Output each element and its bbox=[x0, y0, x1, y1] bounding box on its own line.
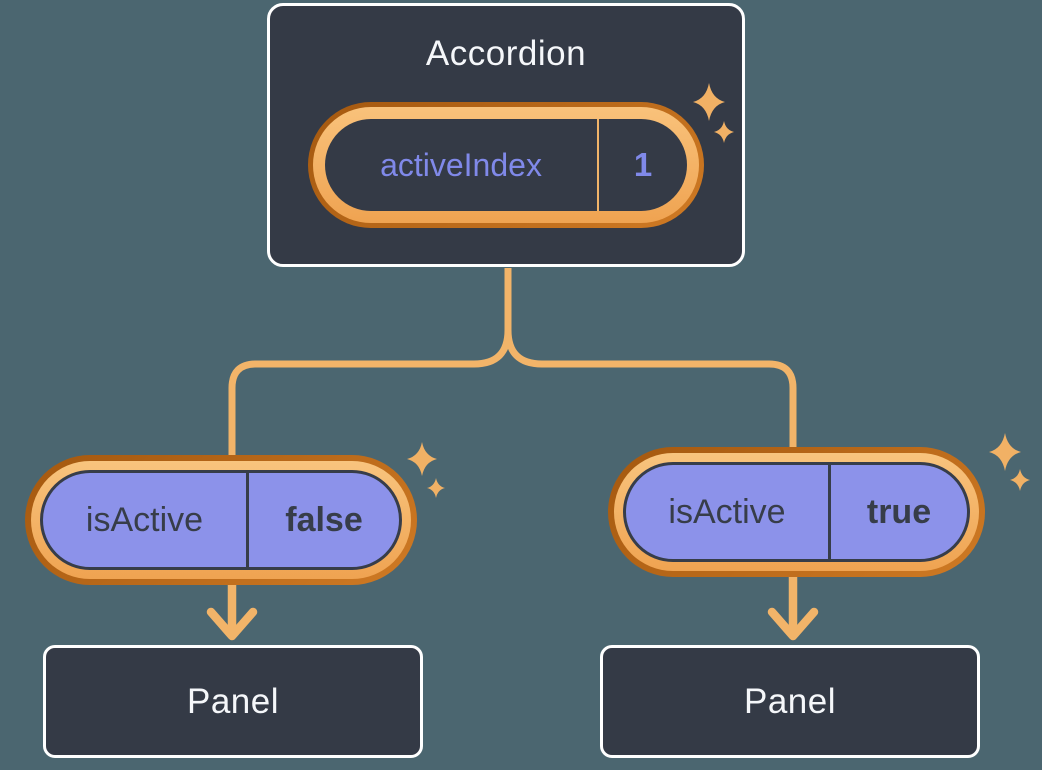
state-value-label: 1 bbox=[633, 146, 653, 183]
prop-pill-ring: isActive false bbox=[31, 461, 411, 579]
connector-fork-left bbox=[228, 268, 512, 457]
arrow-down-icon bbox=[767, 572, 819, 641]
prop-value-label: true bbox=[866, 492, 932, 531]
arrow-down-icon bbox=[206, 578, 258, 641]
prop-pill-isactive-false: isActive false bbox=[25, 455, 417, 585]
prop-value-label: false bbox=[285, 500, 363, 539]
state-name-label: activeIndex bbox=[380, 146, 542, 183]
accordion-node-title: Accordion bbox=[425, 34, 587, 73]
sparkle-icon bbox=[989, 433, 1021, 471]
prop-name-label: isActive bbox=[85, 500, 204, 539]
state-pill-body: activeIndex 1 bbox=[325, 119, 687, 211]
sparkle-icon bbox=[1010, 469, 1030, 491]
panel-node-left: Panel bbox=[43, 645, 423, 758]
sparkle-icon bbox=[407, 442, 437, 476]
pill-divider bbox=[597, 119, 599, 211]
prop-pill-ring: isActive true bbox=[614, 453, 979, 571]
connector-fork-right bbox=[504, 268, 797, 449]
pill-divider bbox=[246, 473, 249, 567]
prop-pill-body: isActive false bbox=[40, 470, 402, 570]
sparkle-icon bbox=[427, 478, 445, 498]
panel-node-right: Panel bbox=[600, 645, 980, 758]
prop-pill-body: isActive true bbox=[623, 462, 970, 562]
prop-pill-isactive-true: isActive true bbox=[608, 447, 985, 577]
state-pill-activeindex: activeIndex 1 bbox=[308, 102, 704, 228]
state-pill-ring: activeIndex 1 bbox=[313, 107, 699, 223]
accordion-node: Accordion activeIndex 1 bbox=[267, 3, 745, 267]
pill-divider bbox=[828, 465, 831, 559]
prop-name-label: isActive bbox=[668, 492, 786, 531]
